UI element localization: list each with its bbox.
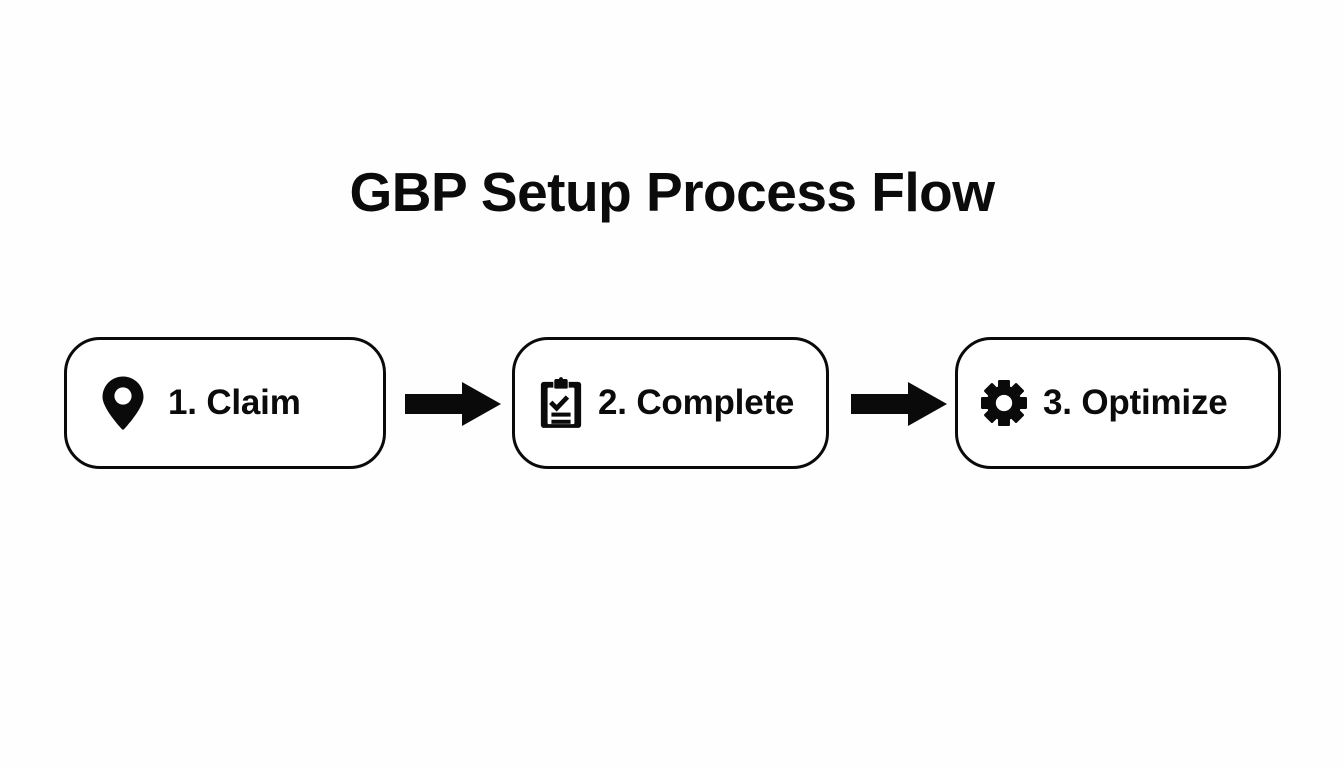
step-box-complete[interactable]: 2. Complete <box>512 337 829 469</box>
process-flow-row: 1. Claim <box>0 337 1344 471</box>
map-pin-icon <box>100 375 146 431</box>
clipboard-check-icon <box>538 375 584 431</box>
gear-icon <box>981 375 1027 431</box>
step-label-complete: 2. Complete <box>598 383 795 422</box>
step-box-claim[interactable]: 1. Claim <box>64 337 386 469</box>
step-box-optimize[interactable]: 3. Optimize <box>955 337 1281 469</box>
arrow-right-icon <box>851 382 947 426</box>
step-label-claim: 1. Claim <box>168 383 301 422</box>
page-title: GBP Setup Process Flow <box>349 161 995 223</box>
arrow-right-icon <box>405 382 501 426</box>
step-label-optimize: 3. Optimize <box>1043 383 1228 422</box>
